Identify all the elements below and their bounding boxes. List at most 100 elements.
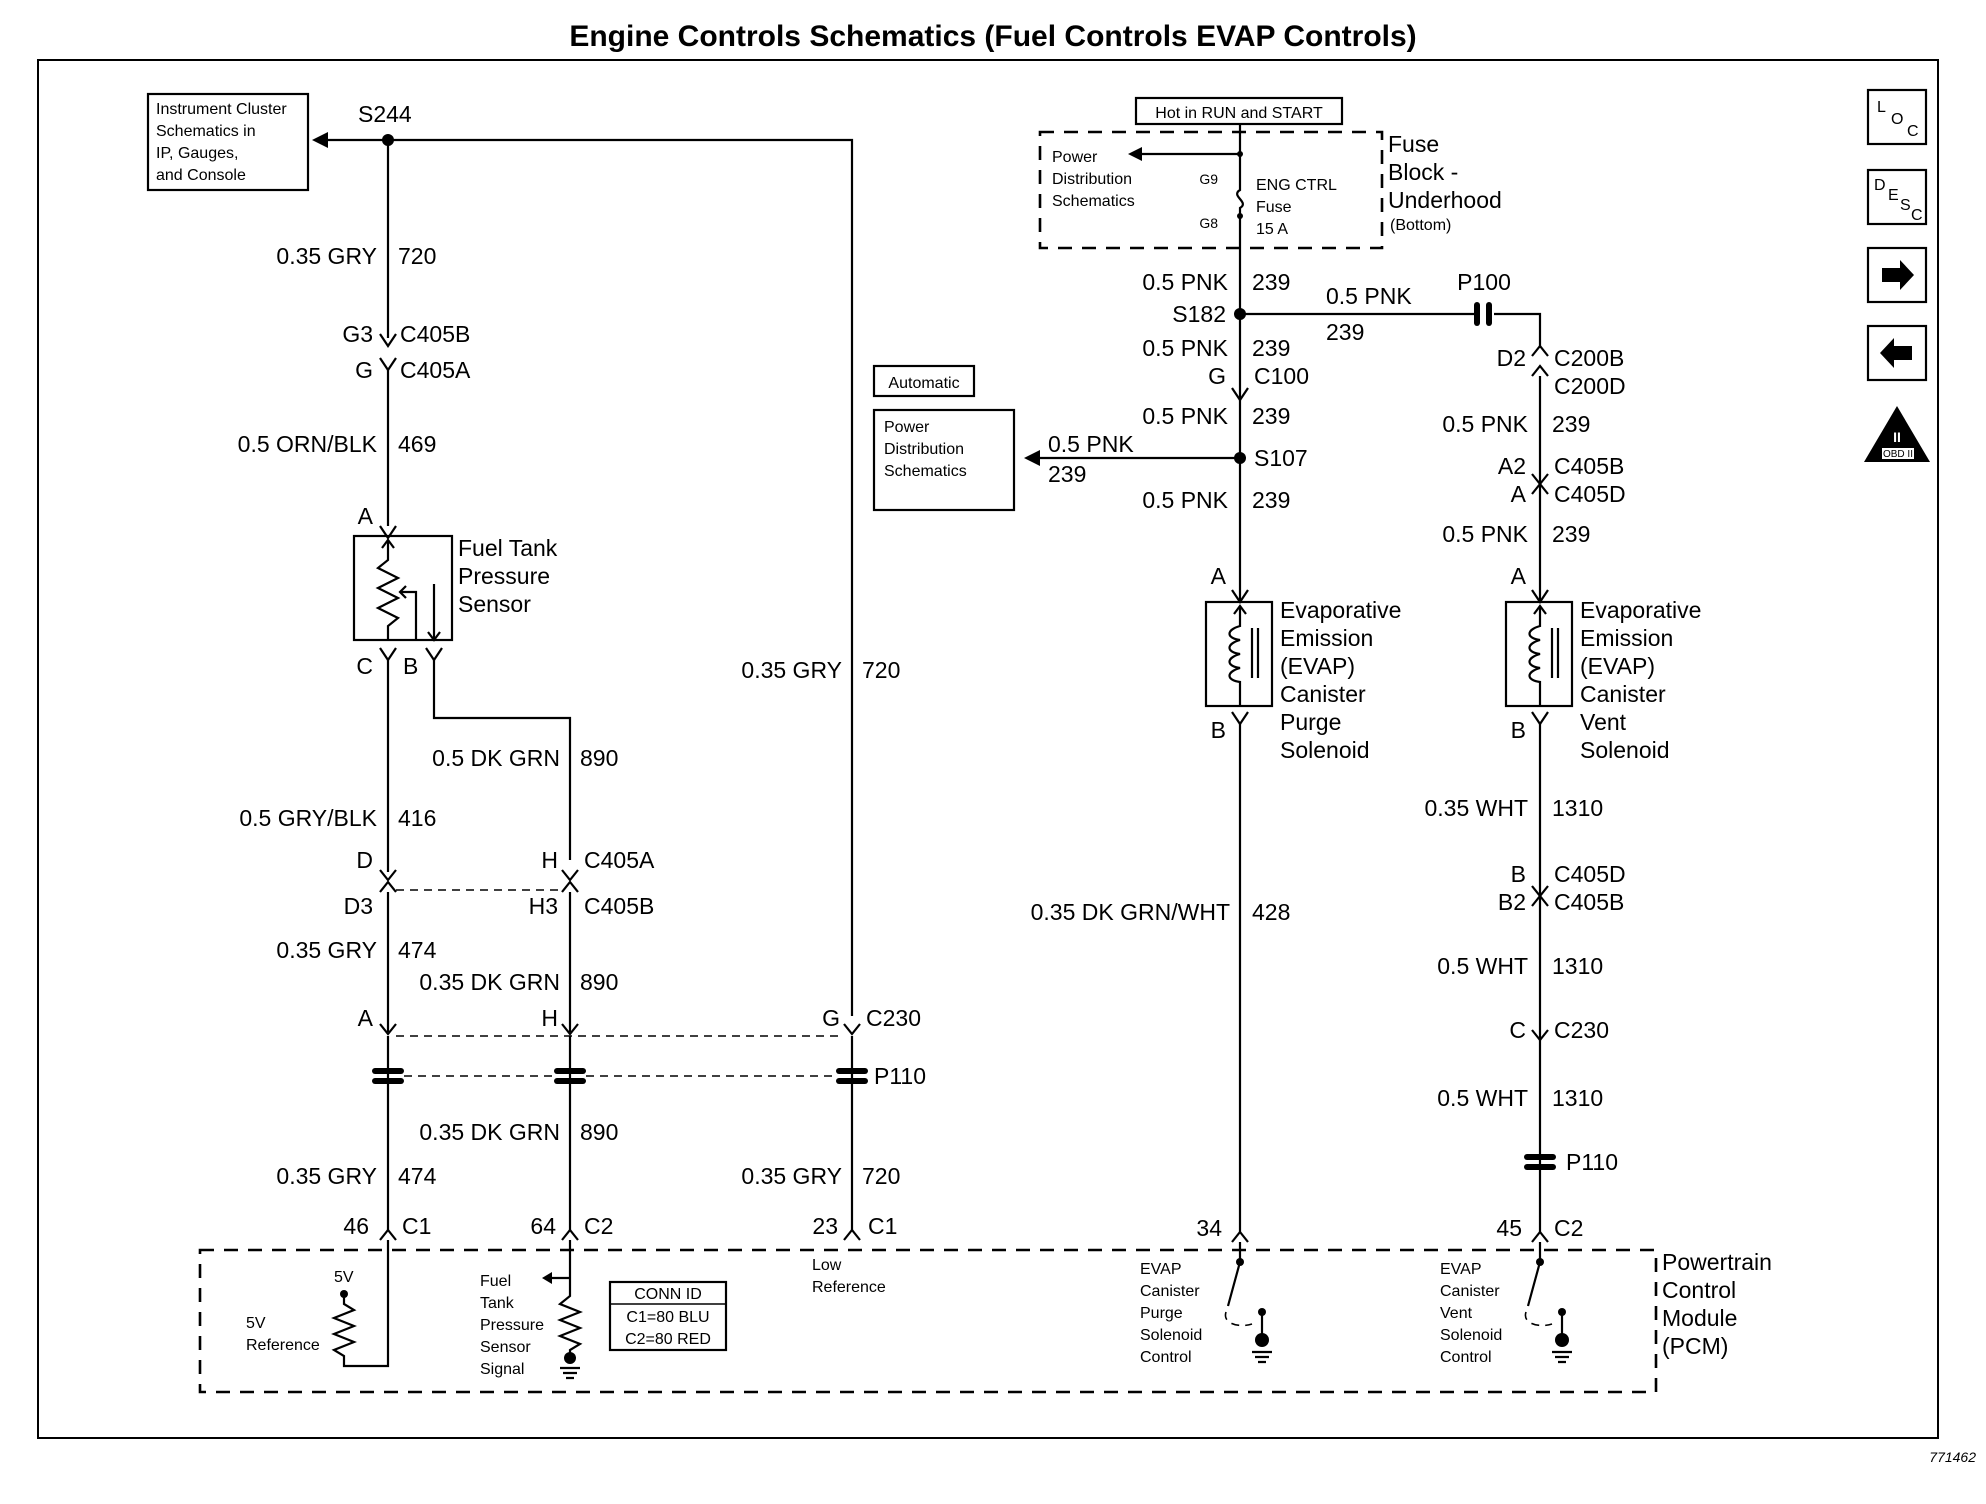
conn-id-table: CONN ID C1=80 BLU C2=80 RED — [608, 1280, 728, 1352]
p110-splice-mid-icon — [554, 1068, 586, 1084]
desc-icon[interactable]: D E S C — [1866, 168, 1928, 226]
pin-h-label: H — [541, 847, 558, 873]
c405d-pin-b-icon — [1531, 885, 1549, 907]
c405-pin-d-icon — [379, 869, 397, 893]
pcm-ftp-2: Tank — [480, 1295, 515, 1312]
c230-pin-g-label: G — [822, 1005, 840, 1031]
p100-inline-connector-icon — [1474, 302, 1492, 326]
instrument-cluster-reference-box[interactable]: Instrument Cluster Schematics in IP, Gau… — [146, 92, 310, 192]
svg-text:CONN ID: CONN ID — [634, 1286, 702, 1303]
fuse-g8-label: G8 — [1199, 215, 1218, 231]
wire-239h-color: 0.5 PNK — [1442, 521, 1528, 547]
c200d-label: C200D — [1554, 373, 1626, 399]
sensor-name-3: Sensor — [458, 591, 531, 617]
c405d-label-2: C405D — [1554, 861, 1626, 887]
c230-pin-a-icon — [379, 1023, 397, 1036]
conn-c405b-label-2: C405B — [584, 893, 654, 919]
svg-text:E: E — [1888, 187, 1899, 204]
wire-239g-circuit: 239 — [1552, 411, 1590, 437]
c200b-label: C200B — [1554, 345, 1624, 371]
c405-pin-a2-icon — [1531, 473, 1549, 495]
pcm-ftp-1: Fuel — [480, 1273, 511, 1290]
fuel-tank-pressure-sensor[interactable] — [352, 534, 454, 642]
wire-s182-to-p100 — [1240, 312, 1542, 348]
svg-text:Instrument Cluster: Instrument Cluster — [156, 101, 287, 118]
c100-label: C100 — [1254, 363, 1309, 389]
wire-239c-color: 0.5 PNK — [1142, 335, 1228, 361]
vent-name-1: Evaporative — [1580, 597, 1701, 623]
pcm-pin-23-label: 23 — [812, 1213, 838, 1239]
pcm-c1-label-2: C1 — [868, 1213, 897, 1239]
pcm-purge-ctrl-2: Canister — [1140, 1283, 1200, 1300]
vent-name-6: Solenoid — [1580, 737, 1670, 763]
pcm-pin-23-icon — [843, 1228, 861, 1241]
pcm-c2-label-1: C2 — [584, 1213, 613, 1239]
pin-c-c230-label: C — [1509, 1017, 1526, 1043]
vent-pin-b-icon — [1531, 711, 1549, 726]
obd-ii-icon[interactable]: II OBD II — [1864, 406, 1930, 462]
svg-text:C: C — [1907, 123, 1919, 140]
pin-h3-label: H3 — [529, 893, 558, 919]
sensor-pin-c-icon — [379, 647, 397, 662]
wire-890-upper — [432, 660, 572, 860]
vent-pin-a-label: A — [1511, 563, 1527, 589]
pin-a-c405d-label: A — [1511, 481, 1527, 507]
pcm-ftp-3: Pressure — [480, 1317, 544, 1334]
wire-720b-circuit: 720 — [862, 657, 900, 683]
pcm-vent-ctrl-1: EVAP — [1440, 1261, 1482, 1278]
wire-239d-circuit: 239 — [1252, 403, 1290, 429]
svg-text:C1=80 BLU: C1=80 BLU — [626, 1309, 709, 1326]
svg-text:IP, Gauges,: IP, Gauges, — [156, 145, 238, 162]
wire-239e-circuit: 239 — [1048, 461, 1086, 487]
loc-icon[interactable]: L O C — [1866, 88, 1928, 146]
sensor-name-1: Fuel Tank — [458, 535, 558, 561]
wire-1310c-circuit: 1310 — [1552, 1085, 1603, 1111]
wire-239f-color: 0.5 PNK — [1142, 487, 1228, 513]
wire-416-color: 0.5 GRY/BLK — [239, 805, 377, 831]
wire-890a-color: 0.5 DK GRN — [432, 745, 560, 771]
evap-vent-solenoid[interactable] — [1504, 600, 1574, 708]
pcm-5v-label: 5V — [334, 1269, 354, 1286]
wire-416-circuit: 416 — [398, 805, 436, 831]
wire-239d-color: 0.5 PNK — [1142, 403, 1228, 429]
wire-720b-color: 0.35 GRY — [741, 657, 842, 683]
pcm-vent-ctrl-2: Canister — [1440, 1283, 1500, 1300]
powertrain-control-module[interactable] — [198, 1248, 1658, 1394]
next-arrow-icon[interactable] — [1866, 246, 1928, 304]
arrow-to-pds-icon — [1128, 147, 1142, 161]
wire-1310b-circuit: 1310 — [1552, 953, 1603, 979]
pcm-name-1: Powertrain — [1662, 1249, 1772, 1275]
c100-pin-g-label: G — [1208, 363, 1226, 389]
power-distribution-reference-box[interactable]: Power Distribution Schematics — [872, 408, 1016, 512]
svg-text:S: S — [1900, 197, 1911, 214]
svg-text:L: L — [1877, 99, 1886, 116]
wire-fuse-to-pds — [1140, 124, 1242, 156]
pcm-pin-45-icon — [1531, 1230, 1549, 1243]
pcm-vent-driver-switch — [1524, 1242, 1572, 1364]
c405b-label-4: C405B — [1554, 889, 1624, 915]
fuse-block-underhood[interactable] — [1038, 130, 1384, 250]
sensor-pin-b-icon — [425, 647, 443, 662]
pcm-purge-driver-switch — [1224, 1242, 1272, 1364]
pin-b2-label: B2 — [1498, 889, 1526, 915]
pcm-5v-ref-1: 5V — [246, 1315, 266, 1332]
pcm-name-2: Control — [1662, 1277, 1736, 1303]
back-arrow-icon[interactable] — [1866, 324, 1928, 382]
wire-474b-color: 0.35 GRY — [276, 1163, 377, 1189]
wire-890c-color: 0.35 DK GRN — [419, 1119, 560, 1145]
pcm-name-4: (PCM) — [1662, 1333, 1728, 1359]
p110-splice-right-icon — [836, 1068, 868, 1084]
purge-pin-b-icon — [1231, 711, 1249, 726]
fuse-name-3: 15 A — [1256, 221, 1288, 238]
wire-890b-circuit: 890 — [580, 969, 618, 995]
evap-purge-solenoid[interactable] — [1204, 600, 1274, 708]
wire-239a-circuit: 239 — [1252, 269, 1290, 295]
vent-name-2: Emission — [1580, 625, 1673, 651]
wire-239c-circuit: 239 — [1252, 335, 1290, 361]
svg-text:Schematics in: Schematics in — [156, 123, 256, 140]
pcm-pin-64-label: 64 — [530, 1213, 556, 1239]
svg-text:O: O — [1891, 111, 1903, 128]
sensor-name-2: Pressure — [458, 563, 550, 589]
sensor-pin-b-label: B — [403, 653, 418, 679]
vent-name-3: (EVAP) — [1580, 653, 1655, 679]
